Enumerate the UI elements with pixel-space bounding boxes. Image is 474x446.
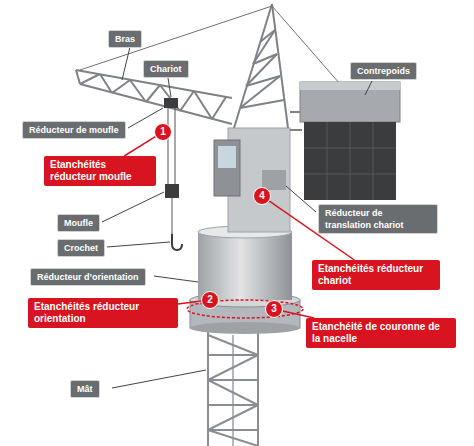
label-text: Etanchéités réducteur chariot: [318, 263, 434, 287]
seal-box: Etanchéités réducteur moufle: [44, 156, 156, 186]
seal-box: Etanchéités réducteur chariot: [312, 260, 440, 290]
leader-line: [122, 47, 130, 80]
jib-lattice: [180, 91, 194, 111]
jib-lattice: [212, 97, 226, 119]
callout-number: 2: [201, 291, 219, 309]
jib-lattice: [80, 84, 232, 124]
leader-line: [286, 186, 316, 212]
counterweight: [300, 82, 400, 200]
leader-line: [112, 370, 206, 388]
jib-lattice: [194, 91, 212, 119]
callout-number: 4: [253, 187, 271, 205]
counterweight: [373, 122, 374, 200]
counterweight: [300, 82, 400, 90]
mast-lattice: [208, 430, 258, 446]
part-label: Moufle: [57, 214, 100, 232]
label-text: Etanchéités réducteur moufle: [50, 159, 150, 183]
trolley-and-hook: [165, 184, 179, 198]
cat-head-lattice: [246, 54, 277, 86]
counterweight: [350, 122, 351, 200]
seal-box: Etanchéités réducteur orientation: [28, 298, 178, 328]
turntable: [198, 232, 292, 300]
label-text: Réducteur de translation chariot: [325, 207, 431, 231]
part-label: Chariot: [143, 60, 189, 78]
label-text: Contrepoids: [357, 65, 410, 77]
connector-line: [124, 137, 155, 156]
cat-head-lattice: [240, 76, 280, 108]
mast-lattice: [208, 330, 258, 446]
trolley-and-hook: [175, 108, 176, 186]
label-text: Réducteur d’orientation: [37, 271, 139, 283]
trolley-and-hook: [172, 198, 173, 234]
label-text: Moufle: [64, 217, 93, 229]
label-text: Bras: [115, 33, 135, 45]
leader-line: [154, 276, 198, 282]
mast-lattice: [208, 379, 258, 381]
label-text: Chariot: [150, 63, 182, 75]
mast-lattice: [208, 335, 258, 355]
part-label: Réducteur d’orientation: [30, 268, 146, 286]
pendant-lines: [80, 6, 340, 84]
part-label: Mât: [70, 380, 100, 398]
tower-head: [218, 146, 236, 168]
mast-lattice: [208, 354, 258, 356]
cat-head-lattice: [253, 30, 275, 64]
callout-number-text: 2: [202, 292, 218, 308]
label-text: Réducteur de moufle: [29, 124, 119, 136]
part-label: Contrepoids: [350, 62, 417, 80]
mast-lattice: [208, 429, 258, 431]
connector-line: [178, 301, 201, 304]
tower-head: [214, 128, 290, 232]
part-label: Bras: [108, 30, 142, 48]
leader-line: [107, 242, 170, 247]
trolley-and-hook: [172, 234, 182, 250]
callout-number-text: 3: [266, 301, 282, 317]
label-text: Etanchéité de couronne de la nacelle: [312, 321, 450, 345]
jib-lattice: [146, 85, 160, 102]
jib-lattice: [130, 80, 146, 102]
label-text: Etanchéités réducteur orientation: [34, 301, 172, 325]
trolley-and-hook: [164, 98, 182, 250]
cat-head-lattice: [272, 4, 288, 128]
mast-lattice: [208, 355, 258, 380]
leader-line: [365, 81, 372, 95]
tower-head: [214, 140, 240, 196]
callout-number-text: 1: [155, 124, 171, 140]
leader-line: [102, 192, 164, 222]
callout-number-text: 4: [254, 188, 270, 204]
callout-number: 1: [154, 123, 172, 141]
part-label: Réducteur de translation chariot: [318, 204, 438, 234]
counterweight: [327, 122, 328, 200]
cat-head-lattice: [234, 4, 288, 128]
leader-line: [168, 78, 171, 97]
mast-lattice: [208, 380, 258, 405]
label-text: Crochet: [64, 242, 98, 254]
callout-connector: [178, 301, 201, 304]
seal-box: Etanchéité de couronne de la nacelle: [306, 318, 456, 348]
connector-line: [283, 311, 314, 318]
mast-lattice: [208, 405, 258, 430]
pendant-lines: [272, 6, 340, 84]
label-text: Mât: [77, 383, 93, 395]
callout-connector: [124, 137, 155, 156]
trolley-and-hook: [168, 108, 169, 186]
counterweight: [300, 82, 400, 122]
callout-connector: [283, 311, 314, 318]
part-label: Réducteur de moufle: [22, 121, 126, 139]
part-label: Crochet: [57, 239, 105, 257]
jib-lattice: [100, 74, 112, 93]
counter-jib: [290, 129, 302, 131]
jib-lattice: [80, 74, 100, 84]
trolley-and-hook: [164, 98, 178, 108]
turntable: [198, 226, 292, 300]
mast-lattice: [257, 330, 259, 446]
counterweight: [304, 122, 396, 200]
mast-lattice: [208, 404, 258, 406]
jib-lattice: [76, 70, 232, 124]
callout-number: 3: [265, 300, 283, 318]
jib-lattice: [76, 70, 80, 84]
slewing-ring: [190, 322, 300, 334]
jib-lattice: [112, 80, 130, 93]
